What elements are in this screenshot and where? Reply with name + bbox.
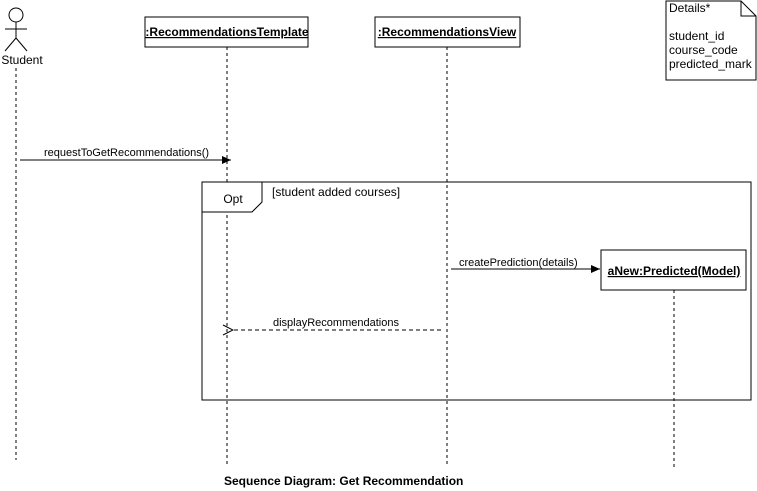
created-object-label: aNew:Predicted(Model): [608, 264, 741, 278]
actor-label: Student: [1, 53, 43, 67]
note-body: [665, 0, 757, 81]
diagram-caption: Sequence Diagram: Get Recommendation: [224, 474, 463, 488]
fragment-guard: [student added courses]: [272, 185, 400, 199]
note-fold: [740, 1, 756, 17]
lifeline-recommendations-template: :RecommendationsTemplate: [144, 16, 309, 465]
lifeline-label-view: :RecommendationsView: [378, 25, 517, 39]
lifeline-head-template: [144, 16, 309, 48]
created-object-head: [600, 249, 747, 291]
message-label: requestToGetRecommendations(): [44, 147, 209, 159]
message-request-recommendations: requestToGetRecommendations(): [20, 147, 231, 164]
actor-leg-left: [4, 37, 17, 52]
actor-student: Student: [1, 7, 43, 67]
message-display-recommendations: displayRecommendations: [233, 317, 441, 330]
note-line: predicted_mark: [669, 57, 753, 71]
details-note: Details* student_id course_code predicte…: [665, 0, 757, 81]
fragment-operator-tab: [201, 181, 263, 213]
actor-leg-right: [15, 37, 28, 52]
message-label: displayRecommendations: [273, 317, 399, 329]
fragment-operator: Opt: [223, 192, 243, 206]
note-title: Details*: [669, 1, 711, 15]
note-line: student_id: [669, 29, 724, 43]
opt-fragment: Opt [student added courses]: [201, 181, 752, 401]
actor-head: [8, 7, 24, 23]
message-label: createPrediction(details): [459, 257, 578, 269]
message-create-prediction: createPrediction(details): [451, 257, 600, 273]
lifeline-recommendations-view: :RecommendationsView: [374, 16, 521, 465]
created-object-predicted: aNew:Predicted(Model): [600, 249, 747, 468]
note-line: course_code: [669, 43, 738, 57]
fragment-frame: [201, 181, 752, 401]
lifeline-label-template: :RecommendationsTemplate: [145, 25, 308, 39]
